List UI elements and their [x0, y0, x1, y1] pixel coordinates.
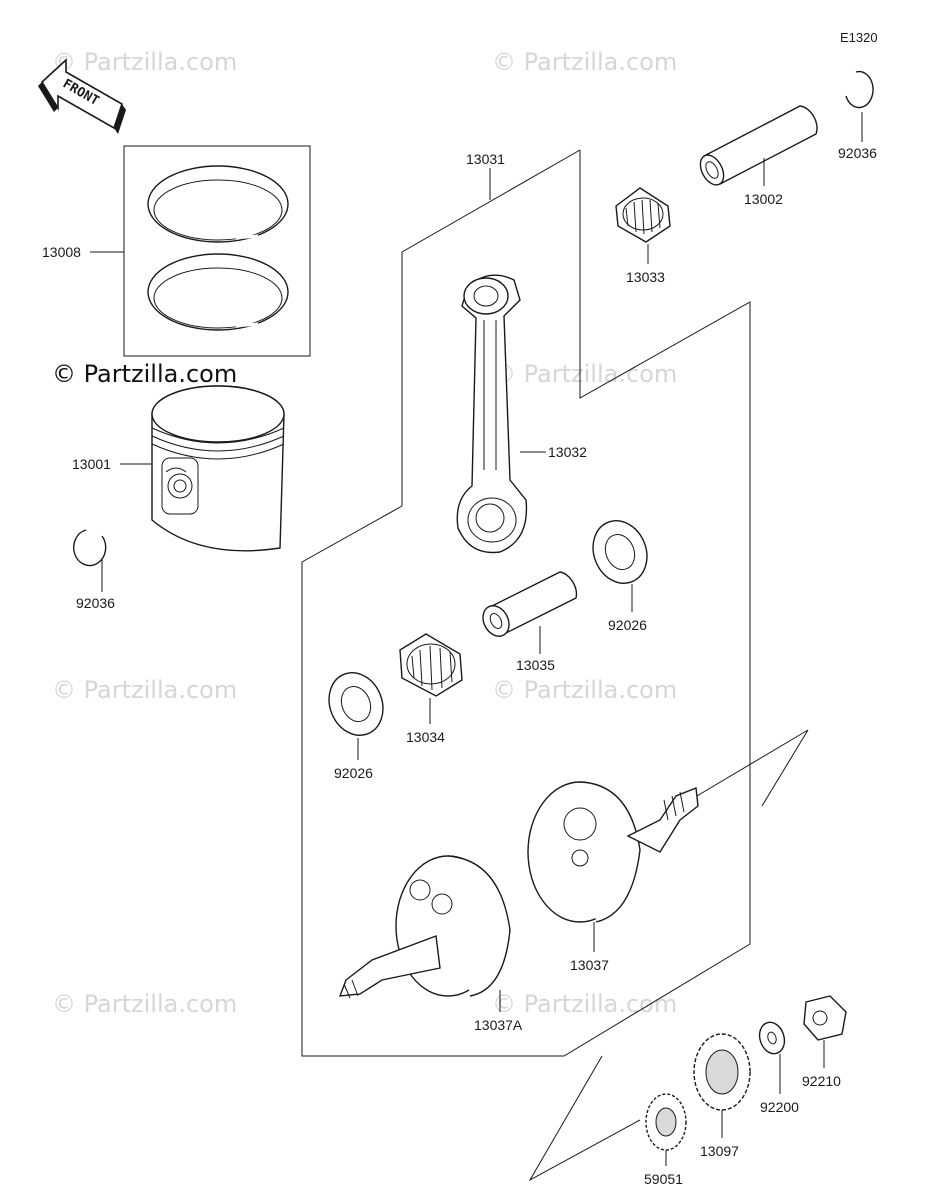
crank-assembly-outline	[301, 149, 751, 1057]
washer-small[interactable]	[756, 1019, 789, 1057]
label-59051: 59051	[644, 1171, 683, 1187]
label-92210: 92210	[802, 1073, 841, 1089]
big-end-bearing[interactable]	[399, 633, 463, 697]
piston-pin[interactable]	[696, 105, 818, 189]
label-92036-left: 92036	[76, 595, 115, 611]
gear-large[interactable]	[693, 1033, 751, 1111]
watermarks: © Partzilla.com © Partzilla.com © Partzi…	[52, 48, 677, 1018]
label-13032: 13032	[548, 444, 587, 460]
watermark: © Partzilla.com	[492, 48, 677, 76]
label-92026-left: 92026	[334, 765, 373, 781]
label-13034: 13034	[406, 729, 445, 745]
label-92200: 92200	[760, 1099, 799, 1115]
small-end-bearing[interactable]	[615, 187, 671, 243]
watermark: © Partzilla.com	[492, 676, 677, 704]
ring-set-box	[123, 145, 311, 357]
label-13097: 13097	[700, 1143, 739, 1159]
label-13035: 13035	[516, 657, 555, 673]
piston[interactable]	[151, 385, 285, 552]
piston-ring-set[interactable]	[123, 145, 311, 357]
crank-pin[interactable]	[478, 571, 578, 641]
watermark: © Partzilla.com	[492, 360, 677, 388]
diagram-code: E1320	[840, 30, 878, 45]
thrust-washer-right[interactable]	[584, 513, 656, 592]
label-13001: 13001	[72, 456, 111, 472]
label-13033: 13033	[626, 269, 665, 285]
label-13002: 13002	[744, 191, 783, 207]
watermark: © Partzilla.com	[52, 360, 237, 388]
watermark: © Partzilla.com	[52, 676, 237, 704]
crank-half-right[interactable]	[527, 781, 699, 923]
watermark: © Partzilla.com	[492, 990, 677, 1018]
label-13037A: 13037A	[474, 1017, 523, 1033]
thrust-washer-left[interactable]	[320, 665, 392, 744]
crank-half-left[interactable]	[338, 855, 511, 999]
circlip-left[interactable]	[73, 529, 107, 567]
label-13008: 13008	[42, 244, 81, 260]
watermark: © Partzilla.com	[52, 48, 237, 76]
break-line-upper	[679, 729, 809, 807]
circlip-right[interactable]	[845, 70, 874, 109]
label-92026-right: 92026	[608, 617, 647, 633]
label-13031: 13031	[466, 151, 505, 167]
gear-small[interactable]	[645, 1093, 687, 1151]
nut[interactable]	[803, 995, 847, 1041]
connecting-rod[interactable]	[456, 274, 528, 554]
break-line-lower	[528, 1055, 641, 1182]
watermark: © Partzilla.com	[52, 990, 237, 1018]
label-13037: 13037	[570, 957, 609, 973]
label-92036-right: 92036	[838, 145, 877, 161]
